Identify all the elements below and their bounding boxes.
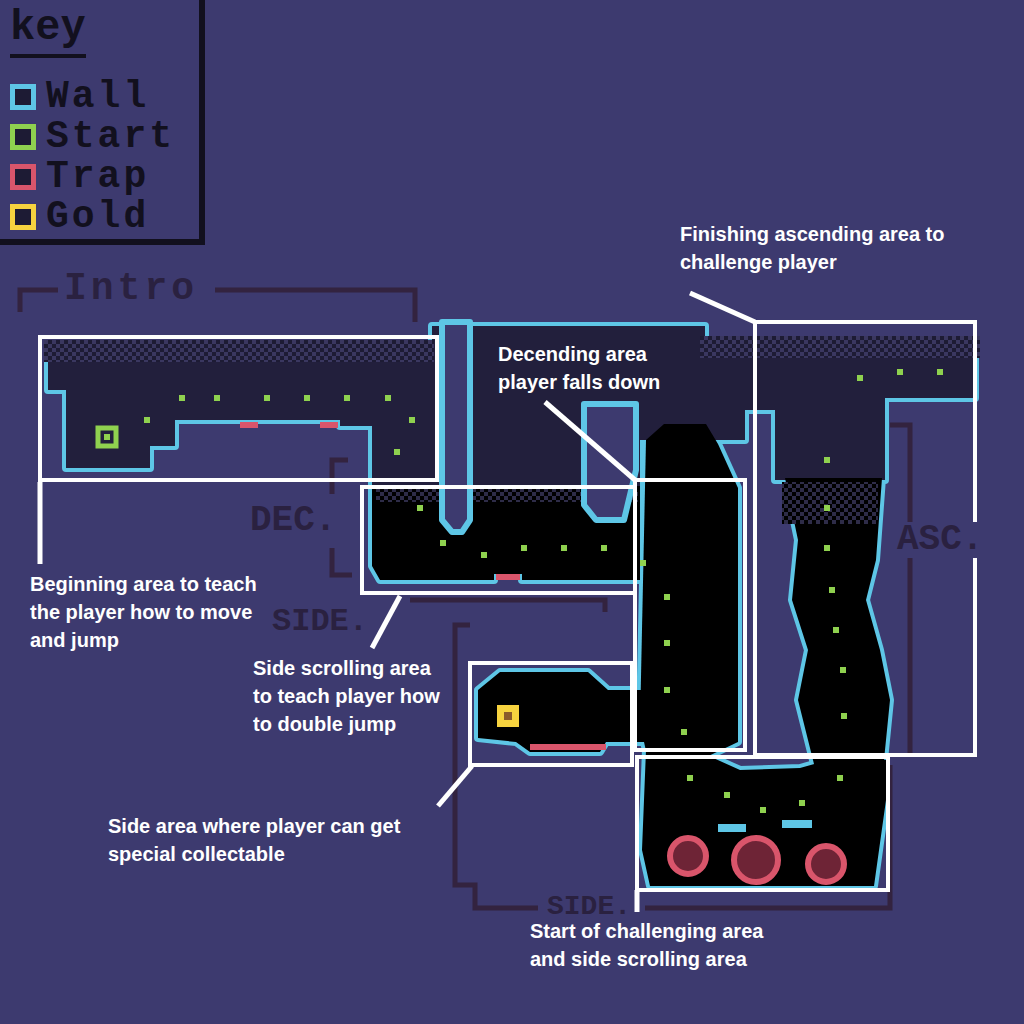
start-marker [98,428,116,446]
region-label: DEC. [248,503,338,539]
path-dot [824,545,830,551]
region-label: Intro [62,270,200,308]
path-dot [760,807,766,813]
area-frame [362,487,635,593]
legend-text: Start [46,118,175,156]
leader-line [38,482,43,564]
gold-marker-core [504,712,512,720]
legend-swatch [10,204,36,230]
legend-swatch [10,164,36,190]
path-dot [799,800,805,806]
callout-text: Start of challenging area and side scrol… [530,917,790,973]
path-dot [724,792,730,798]
leader-line [690,293,755,322]
wall-pillar [584,404,636,520]
path-dot [304,395,310,401]
bracket-line [332,460,348,494]
path-dot [664,640,670,646]
bracket-line [332,548,352,575]
bracket-line [215,290,415,322]
path-dot [179,395,185,401]
path-dot [214,395,220,401]
legend-frame [0,0,202,242]
legend-title: key [10,6,86,50]
callout-text: Side area where player can get special c… [108,812,428,868]
trap-spikes [240,422,258,428]
bracket-line [20,290,58,312]
area-frame [637,757,888,890]
trap-saw [670,838,706,874]
trap-saw [808,846,844,882]
ceiling-dither [700,336,980,358]
area-frame [40,337,437,480]
area-frame [470,663,632,765]
path-dots [144,369,943,813]
path-dot [561,545,567,551]
path-dot [440,540,446,546]
callout-text: Finishing ascending area to challenge pl… [680,220,970,276]
path-dot [681,729,687,735]
callout-text: Decending area player falls down [498,340,683,396]
legend-text: Gold [46,198,149,236]
region-label: SIDE. [270,606,370,638]
traps [240,422,606,750]
trap-saws [670,838,844,882]
area-frame [635,480,745,750]
region-label: SIDE. [545,893,633,921]
trap-spikes [530,744,606,750]
path-dot [385,395,391,401]
legend-underline [10,54,86,58]
path-dot [417,505,423,511]
wall-pillar [442,322,470,532]
legend-swatch [10,124,36,150]
trap-saw [734,838,778,882]
path-dot [344,395,350,401]
wall-ledge [718,824,746,832]
path-dot [897,369,903,375]
gold-marker [497,705,519,727]
path-dot [264,395,270,401]
path-dot [521,545,527,551]
ceiling-dither [44,340,434,362]
trap-spikes [496,574,520,580]
trap-spikes [320,422,338,428]
path-dot [687,775,693,781]
path-dot [394,449,400,455]
path-dot [837,775,843,781]
path-dot [857,375,863,381]
path-dot [824,457,830,463]
path-dot [481,552,487,558]
callout-text: Side scrolling area to teach player how … [253,654,448,738]
path-dot [937,369,943,375]
path-dot [841,713,847,719]
bracket-line [410,600,605,612]
callout-text: Beginning area to teach the player how t… [30,570,275,654]
path-dot [840,667,846,673]
path-dot [144,417,150,423]
path-dot [640,560,646,566]
leader-line [372,596,400,648]
region-label: ASC. [895,522,985,558]
wall-ledge [782,820,812,828]
leader-line [545,402,635,480]
path-dot [833,627,839,633]
leader-line [438,766,472,806]
legend-text: Trap [46,158,149,196]
path-dot [409,417,415,423]
path-dot [601,545,607,551]
start-marker-core [104,434,110,440]
leader-line [635,890,640,912]
legend-text: Wall [46,78,149,116]
path-dot [664,594,670,600]
legend-swatch [10,84,36,110]
path-dot [829,587,835,593]
path-dot [824,505,830,511]
path-dot [664,687,670,693]
ceiling-dither [782,482,878,524]
